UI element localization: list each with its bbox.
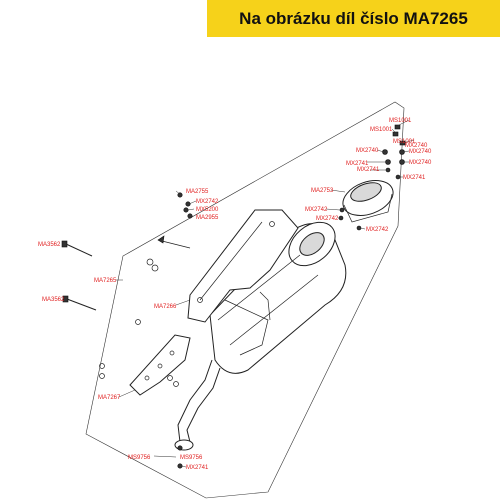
part-labels: MS1001 MS1001 MS1001 MX2740 MX2740 MX274…	[38, 118, 432, 471]
heat-shield-ma7266	[187, 209, 299, 323]
leader-lines	[116, 119, 415, 468]
long-bolts-ma3562	[61, 240, 97, 311]
label-mx2741-b: MX2741	[357, 167, 380, 173]
label-ma2955: MA2955	[196, 215, 219, 221]
label-mx2742-b: MX2742	[316, 216, 339, 222]
end-cap-ma2753	[342, 180, 394, 223]
label-mx2740-c: MX2740	[409, 160, 432, 166]
label-ma7267: MA7267	[98, 395, 121, 401]
label-ms9756-a: MS9756	[128, 455, 151, 461]
header-title: Na obrázku díl číslo MA7265	[239, 9, 468, 28]
label-mx2740-d: MX2740	[405, 143, 428, 149]
muffler-body	[209, 221, 347, 374]
label-ma3562-a: MA3562	[38, 242, 61, 248]
label-ma3562-b: MA3562	[42, 297, 65, 303]
label-ma7266: MA7266	[154, 304, 177, 310]
label-ma2755: MA2755	[186, 189, 209, 195]
label-mx2741-a: MX2741	[346, 161, 369, 167]
diagram-frame	[85, 101, 405, 499]
label-ms9756-b: MS9756	[180, 455, 203, 461]
label-mx2740-a: MX2740	[356, 148, 379, 154]
label-mx2742-a: MX2742	[305, 207, 328, 213]
label-mx2742-d: MX2742	[196, 199, 219, 205]
header-banner: Na obrázku díl číslo MA7265	[207, 0, 500, 37]
label-ms1001-b: MS1001	[370, 127, 393, 133]
label-ma2753: MA2753	[311, 188, 334, 194]
label-mx2742-c: MX2742	[366, 227, 389, 233]
direction-arrow	[157, 235, 191, 249]
label-ma7265: MA7265	[94, 278, 117, 284]
heat-shield-ma7267	[129, 334, 191, 396]
label-ms1001-a: MS1001	[389, 118, 412, 124]
exhaust-pipe	[174, 359, 221, 451]
label-mx2741-c: MX2741	[403, 175, 426, 181]
label-ms1001-c: MS1001	[393, 139, 416, 145]
label-mx2740-b: MX2740	[409, 149, 432, 155]
label-mx5200: MX5200	[196, 207, 219, 213]
fasteners	[99, 124, 406, 469]
label-mx2741-d: MX2741	[186, 465, 209, 471]
